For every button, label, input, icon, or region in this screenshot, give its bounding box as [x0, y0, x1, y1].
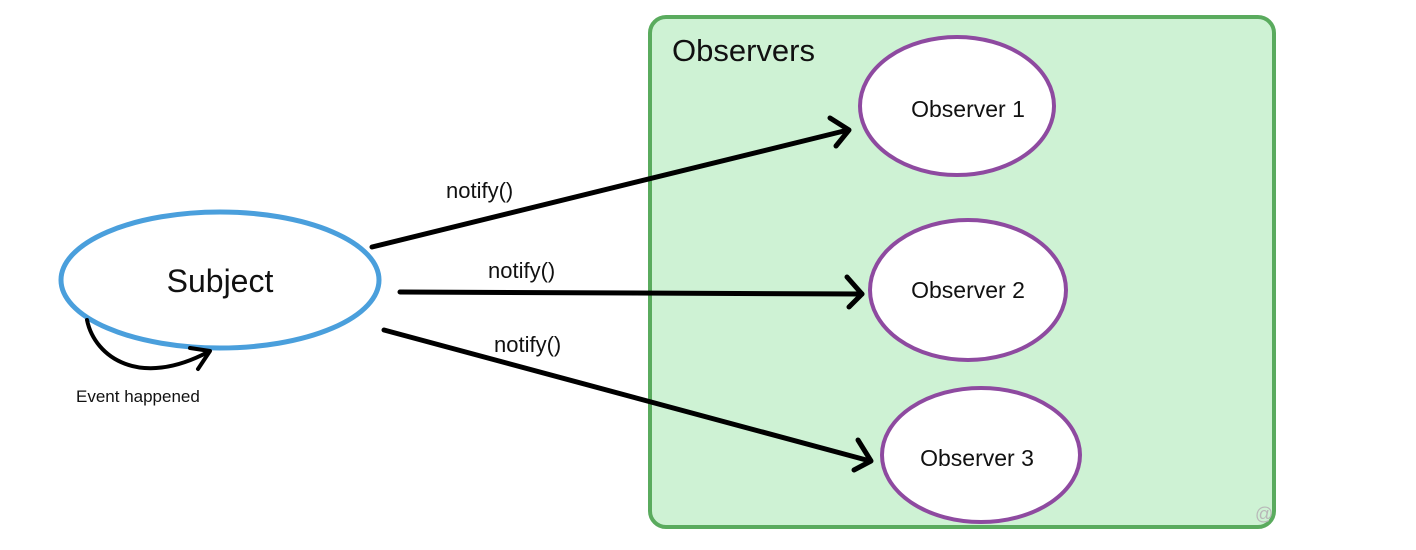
observer-1-label: Observer 1: [911, 96, 1025, 122]
subject-label: Subject: [167, 263, 274, 299]
observers-group-title: Observers: [672, 33, 815, 68]
self-event-label: Event happened: [76, 387, 200, 406]
edge-notify-observer-1: [369, 115, 852, 250]
edge-notify-observer-3: [381, 327, 874, 473]
edge-line: [369, 127, 851, 250]
observer-node-1: Observer 1: [858, 35, 1056, 177]
arrowhead: [827, 115, 852, 149]
edges: [369, 115, 874, 473]
subject-ellipse: [58, 209, 382, 351]
edge-label-3: notify(): [494, 332, 561, 357]
edge-label-2: notify(): [488, 258, 555, 283]
observer-2-ellipse: [868, 218, 1068, 362]
self-event-arrowhead: [188, 346, 212, 371]
observer-3-ellipse: [880, 386, 1082, 524]
observer-node-3: Observer 3: [880, 386, 1082, 524]
observer-1-ellipse: [858, 35, 1056, 177]
edge-notify-observer-2: [397, 274, 865, 310]
subject-self-event: [85, 318, 212, 371]
arrowhead: [844, 274, 865, 310]
observer-2-label: Observer 2: [911, 277, 1025, 303]
edge-line: [381, 327, 873, 464]
self-event-curve: [85, 318, 210, 371]
edge-label-1: notify(): [446, 178, 513, 203]
observer-node-2: Observer 2: [868, 218, 1068, 362]
observer-3-label: Observer 3: [920, 445, 1034, 471]
watermark: @: [1255, 504, 1273, 524]
arrowhead: [851, 437, 874, 473]
subject-node: Subject: [58, 209, 382, 351]
edge-line: [397, 289, 865, 297]
